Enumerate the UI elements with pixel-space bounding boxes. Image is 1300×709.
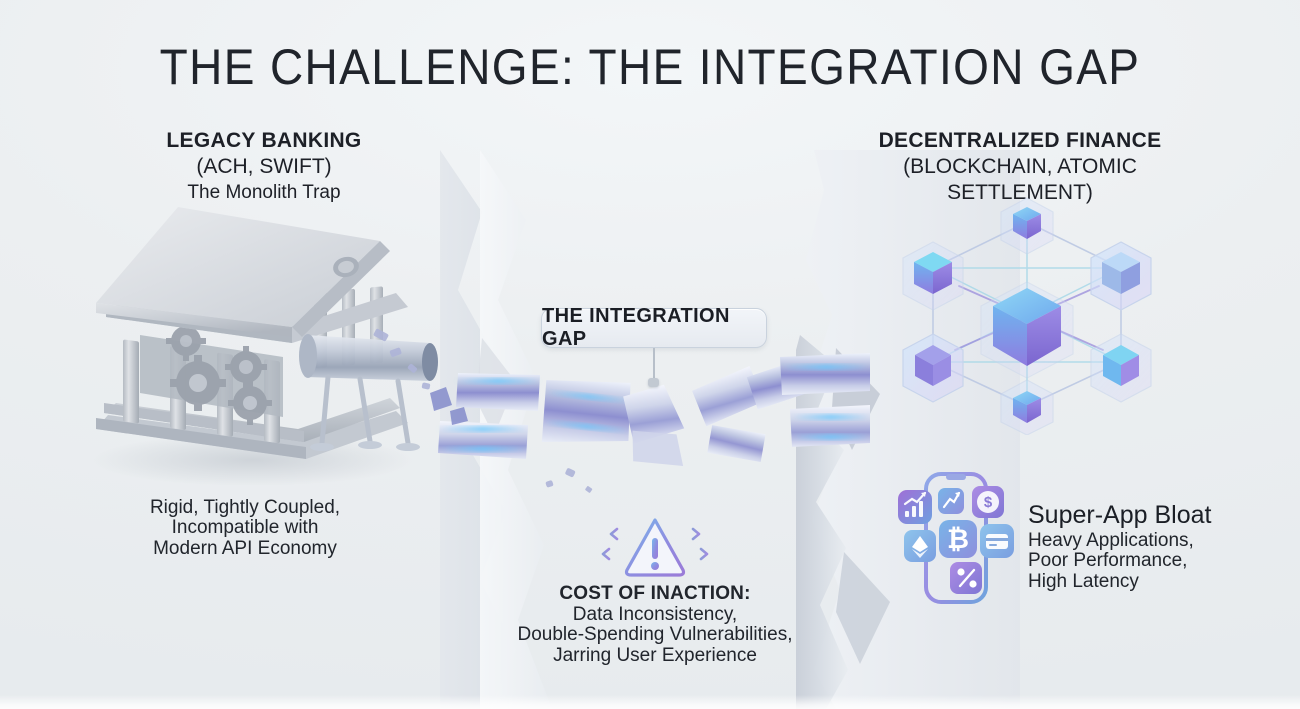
cost-caption-line: Data Inconsistency, [572, 603, 738, 625]
integration-gap-leader-dot [648, 378, 659, 387]
cost-caption-line: Jarring User Experience [553, 644, 757, 666]
legacy-banking-tagline: The Monolith Trap [187, 182, 341, 203]
super-app-caption-line: High Latency [1028, 570, 1139, 592]
legacy-banking-heading-group: LEGACY BANKING (ACH, SWIFT) The Monolith… [104, 128, 424, 206]
legacy-banking-caption: Rigid, Tightly Coupled, Incompatible wit… [100, 497, 390, 559]
legacy-bank-building-icon [93, 207, 438, 485]
integration-gap-label[interactable]: THE INTEGRATION GAP [541, 305, 767, 350]
svg-text:$: $ [984, 494, 993, 511]
super-app-bloat-heading: Super-App Bloat [1028, 501, 1212, 529]
super-app-bloat-caption: Super-App Bloat Heavy Applications, Poor… [1028, 500, 1278, 592]
integration-gap-leader-line [653, 348, 655, 381]
super-app-caption-line: Poor Performance, [1028, 550, 1188, 571]
super-app-caption-line: Heavy Applications, [1028, 529, 1194, 551]
legacy-caption-line: Incompatible with [171, 517, 319, 538]
legacy-banking-heading: LEGACY BANKING [166, 129, 362, 152]
warning-triangle-with-diverging-arrows-icon [601, 518, 709, 577]
super-app-phone-icon: $ ₿ [898, 472, 1014, 604]
blockchain-network-icon [902, 197, 1152, 435]
defi-heading-group: DECENTRALIZED FINANCE (BLOCKCHAIN, ATOMI… [852, 128, 1188, 206]
svg-text:₿: ₿ [947, 524, 969, 554]
cost-of-inaction-heading: COST OF INACTION: [559, 582, 751, 604]
legacy-caption-line: Rigid, Tightly Coupled, [149, 496, 341, 518]
cost-of-inaction-caption: COST OF INACTION: Data Inconsistency, Do… [480, 583, 830, 666]
legacy-banking-subheading: (ACH, SWIFT) [196, 155, 332, 178]
legacy-caption-line: Modern API Economy [153, 537, 337, 559]
page-title: THE CHALLENGE: THE INTEGRATION GAP [159, 39, 1141, 95]
defi-subheading: (BLOCKCHAIN, ATOMIC SETTLEMENT) [903, 155, 1137, 204]
cost-caption-line: Double-Spending Vulnerabilities, [517, 624, 793, 645]
defi-heading: DECENTRALIZED FINANCE [878, 129, 1162, 152]
